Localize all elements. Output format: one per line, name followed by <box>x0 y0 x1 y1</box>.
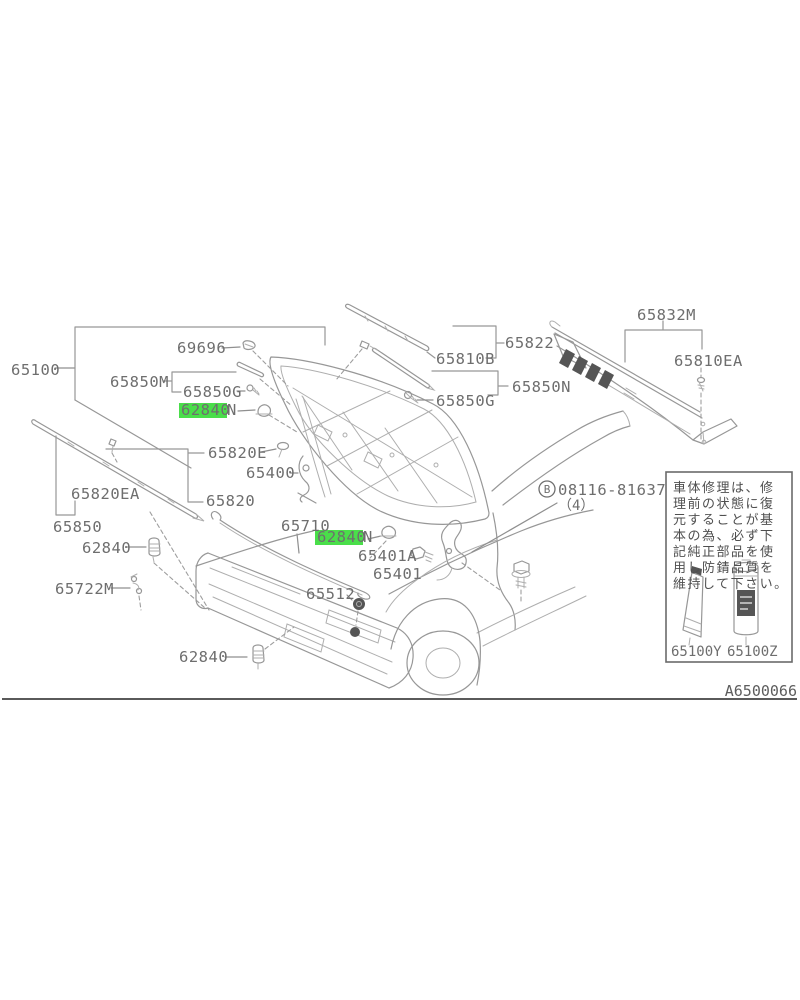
label-65100z: 65100Z <box>727 644 778 660</box>
front-moulding-65850 <box>31 419 205 522</box>
callout-62840-bottom: 62840 <box>179 648 228 666</box>
callout-65850n: 65850N <box>512 378 571 396</box>
callout-65401a: 65401A <box>358 547 417 565</box>
clip-65820e <box>105 441 290 503</box>
grommets-65512 <box>346 594 365 637</box>
bolt-quantity: （4） <box>558 498 594 514</box>
screw-65810ea <box>696 367 706 441</box>
callout-62840n-left: 62840 <box>181 401 230 419</box>
callout-62840n-right: 62840 <box>317 528 366 546</box>
clip-65820ea <box>108 438 118 463</box>
note-line: 用し防錆品質を <box>673 560 775 576</box>
rod-65850n <box>369 345 436 392</box>
car-body <box>195 410 631 696</box>
bolt-badge: B <box>544 483 551 496</box>
callout-65850m: 65850M <box>110 373 169 391</box>
callout-65100: 65100 <box>11 361 60 379</box>
moulding-65822 <box>335 303 430 381</box>
bolt-callout-b <box>471 502 558 603</box>
front-bumper <box>195 552 414 689</box>
callout-65401: 65401 <box>373 565 422 583</box>
callout-69696: 69696 <box>177 339 226 357</box>
callout-62840-left: 62840 <box>82 539 131 557</box>
note-box <box>665 471 793 663</box>
bolt-65401a <box>410 546 434 563</box>
hood-ribs <box>292 387 473 504</box>
bracket-65850n <box>416 370 509 401</box>
callout-65810ea: 65810EA <box>674 352 743 370</box>
note-box-text: 車体修理は、修 理前の状態に復 元することが基 本の為、必ず下 記純正部品を使 … <box>671 481 789 660</box>
callout-65832m: 65832M <box>637 306 696 324</box>
screw-65850g-right <box>403 390 419 404</box>
plug-69696 <box>221 340 289 387</box>
flange-bolt <box>511 560 531 603</box>
license-recess <box>283 623 325 653</box>
cowl-top-grille <box>549 320 738 445</box>
grommet-62840n-right <box>367 525 397 559</box>
callout-65512: 65512 <box>306 585 355 603</box>
bolt-callout-label: B 08116-81637 （4） <box>538 480 666 514</box>
moulding-piece-65850m <box>162 361 293 407</box>
callout-65822: 65822 <box>505 334 554 352</box>
bracket-65832m <box>624 320 703 363</box>
hood-group-box <box>54 326 326 469</box>
highlight-62840n-left <box>179 403 227 418</box>
bracket-65722m <box>110 573 143 611</box>
bolt-part-number: 08116-81637 <box>558 481 666 499</box>
hood-hinge <box>436 519 501 591</box>
spray-can <box>733 559 759 646</box>
sealant-tube <box>682 566 704 646</box>
hood-panel <box>269 356 490 525</box>
clip-65810b <box>359 340 370 350</box>
note-line: 記純正部品を使 <box>673 544 775 560</box>
note-line: 本の為、必ず下 <box>673 528 775 544</box>
fender-seam <box>492 512 516 631</box>
callout-62840n-left-suffix: N <box>227 401 237 419</box>
callout-65850g-left: 65850G <box>183 383 242 401</box>
note-line: 元することが基 <box>673 513 775 528</box>
callout-65400: 65400 <box>246 464 295 482</box>
bracket-65850 <box>55 435 76 516</box>
note-line: 車体修理は、修 <box>673 481 775 496</box>
bracket-65820e <box>105 448 205 503</box>
callout-65850g-right: 65850G <box>436 392 495 410</box>
callout-65710: 65710 <box>281 517 330 535</box>
callout-65810b: 65810B <box>436 350 495 368</box>
note-line: 理前の状態に復 <box>673 496 775 512</box>
label-65100y: 65100Y <box>671 644 722 660</box>
callout-65722m: 65722M <box>55 580 114 598</box>
screw-65850g-left <box>236 384 260 396</box>
callout-65820ea: 65820EA <box>71 485 140 503</box>
bracket-65822 <box>426 325 505 359</box>
hood-lock-bracket <box>297 455 317 504</box>
grommet-62840-bottom <box>224 626 295 670</box>
a-pillar-line <box>491 410 624 492</box>
hood-rod-65710 <box>210 510 371 600</box>
note-line: 維持して下さい。 <box>673 577 789 592</box>
cowl-end-bracket <box>692 418 738 445</box>
callout-65820e: 65820E <box>208 444 267 462</box>
install-dash-left <box>149 511 210 611</box>
callout-65820: 65820 <box>206 492 255 510</box>
callout-65850: 65850 <box>53 518 102 536</box>
drawing-code: A6500066 <box>725 682 797 700</box>
cowl-vents <box>559 349 614 389</box>
highlight-62840n-right <box>315 530 363 545</box>
callout-62840n-right-suffix: N <box>363 528 373 546</box>
grommet-62840n-left <box>237 404 298 433</box>
front-wheel <box>390 598 481 696</box>
headlight <box>325 609 382 644</box>
